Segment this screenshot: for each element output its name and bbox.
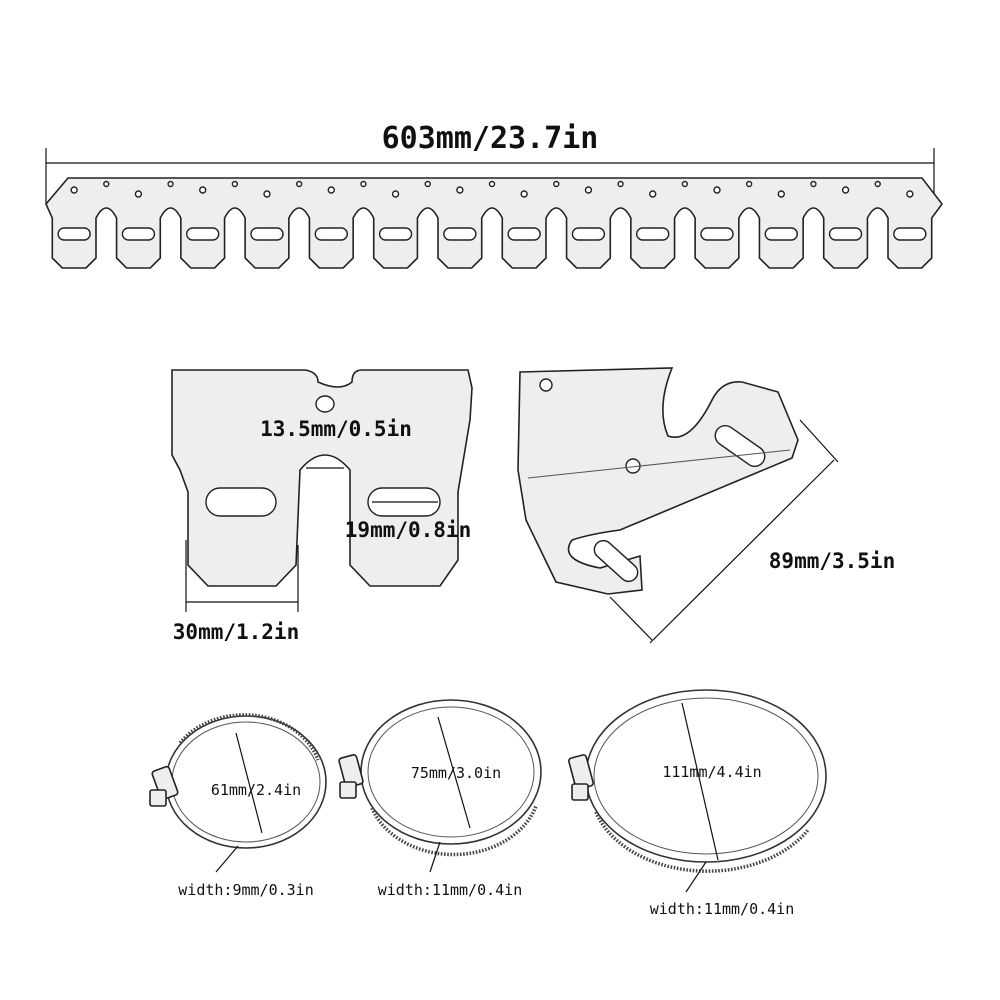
heat-shield-mount-hole [584,186,593,194]
heat-shield-mount-hole [391,190,400,198]
side-detail-hole-upper [539,378,553,392]
heat-shield-mount-hole [327,186,335,194]
heat-shield-mount-hole [134,190,143,198]
heat-shield-mount-hole [199,186,207,194]
heat-shield-slot [314,227,348,241]
hose-clamp-small: 61mm/2.4in width:9mm/0.3in [149,713,327,899]
heat-shield-mount-hole [649,190,657,198]
clamp-small-width-label: width:9mm/0.3in [178,881,313,899]
heat-shield-slot [250,227,284,241]
clamp-medium-screw-head [339,781,357,799]
clamp-large-diameter-line [681,702,719,861]
length-label: 603mm/23.7in [382,121,599,156]
gap-label: 13.5mm/0.5in [260,417,412,441]
heat-shield-mount-hole [456,186,464,194]
heat-shield-mount-hole [488,180,496,188]
heat-shield-mount-hole [713,186,721,194]
side-detail-slot-lower [593,539,639,583]
heat-shield-overview: 603mm/23.7in [45,121,944,269]
heat-shield-mount-hole [103,180,110,188]
heat-shield-mount-hole [167,180,174,188]
side-detail-slot-upper [714,424,766,468]
heat-shield-slot [443,227,477,241]
heat-shield-slot [507,227,541,241]
height-extension-top [799,419,839,463]
heat-shield-body [45,177,944,269]
clamp-medium-diameter-line [437,716,471,829]
clamp-medium-teeth [370,805,538,857]
heat-shield-mount-hole [681,180,689,188]
slot-label: 19mm/0.8in [345,518,471,542]
clamp-medium-band-inner [367,706,535,838]
heat-shield-slot [571,227,606,241]
heat-shield-mount-hole [617,180,624,188]
height-dimension-line [649,459,835,644]
clamp-medium-width-leader [429,841,441,873]
heat-shield-mount-hole [745,180,753,188]
clamp-large-band-inner [593,697,819,855]
clamp-large-width-label: width:11mm/0.4in [650,900,795,918]
heat-shield-mount-hole [777,190,785,198]
heat-shield-slot [186,227,220,241]
front-detail-slot-left [205,487,277,517]
clamp-small-diameter-label: 61mm/2.4in [211,781,301,799]
hose-clamp-large: 111mm/4.4in width:11mm/0.4in [568,689,827,918]
heat-shield-slot [828,227,863,241]
heat-shield-mount-hole [295,180,303,188]
tab-width-label: 30mm/1.2in [173,620,299,644]
clamp-small-diameter-line [235,732,263,834]
heat-shield-mount-hole [231,180,239,188]
height-extension-bottom [609,596,653,641]
heat-shield-mount-hole [906,190,914,198]
heat-shield-mount-hole [874,180,881,188]
clamp-small-screw-head [149,789,167,807]
heat-shield-slot [121,227,156,241]
heat-shield-mount-hole [810,180,817,188]
side-detail-view: 89mm/3.5in [517,367,895,644]
clamp-small-width-leader [215,845,239,873]
front-detail-shield [171,369,473,587]
front-detail-mount-hole [315,395,335,413]
heat-shield-slot [378,227,413,241]
side-detail-fold-line [527,449,791,479]
side-detail-shield [517,367,799,595]
front-detail-view: 13.5mm/0.5in 19mm/0.8in 30mm/1.2in [171,369,473,644]
clamp-large-diameter-label: 111mm/4.4in [662,763,761,781]
heat-shield-mount-hole [360,180,367,188]
clamp-medium-width-label: width:11mm/0.4in [378,881,523,899]
heat-shield-slot [700,227,734,241]
clamp-large-teeth [594,811,810,873]
heat-shield-mount-hole [553,180,560,188]
height-label: 89mm/3.5in [769,549,895,573]
heat-shield-slot [893,227,927,241]
heat-shield-slot [636,227,670,241]
heat-shield-slot [57,227,91,241]
clamp-large-screw-head [571,783,589,801]
hose-clamp-medium: 75mm/3.0in width:11mm/0.4in [338,699,542,899]
heat-shield-mount-hole [841,186,850,194]
clamp-medium-diameter-label: 75mm/3.0in [411,764,501,782]
clamp-small-teeth [178,713,320,761]
heat-shield-mount-hole [70,186,78,194]
heat-shield-strip [45,177,944,269]
heat-shield-mount-hole [263,190,271,198]
clamp-large-width-leader [685,861,707,893]
heat-shield-slot [764,227,798,241]
heat-shield-mount-hole [520,190,528,198]
heat-shield-mount-hole [424,180,431,188]
